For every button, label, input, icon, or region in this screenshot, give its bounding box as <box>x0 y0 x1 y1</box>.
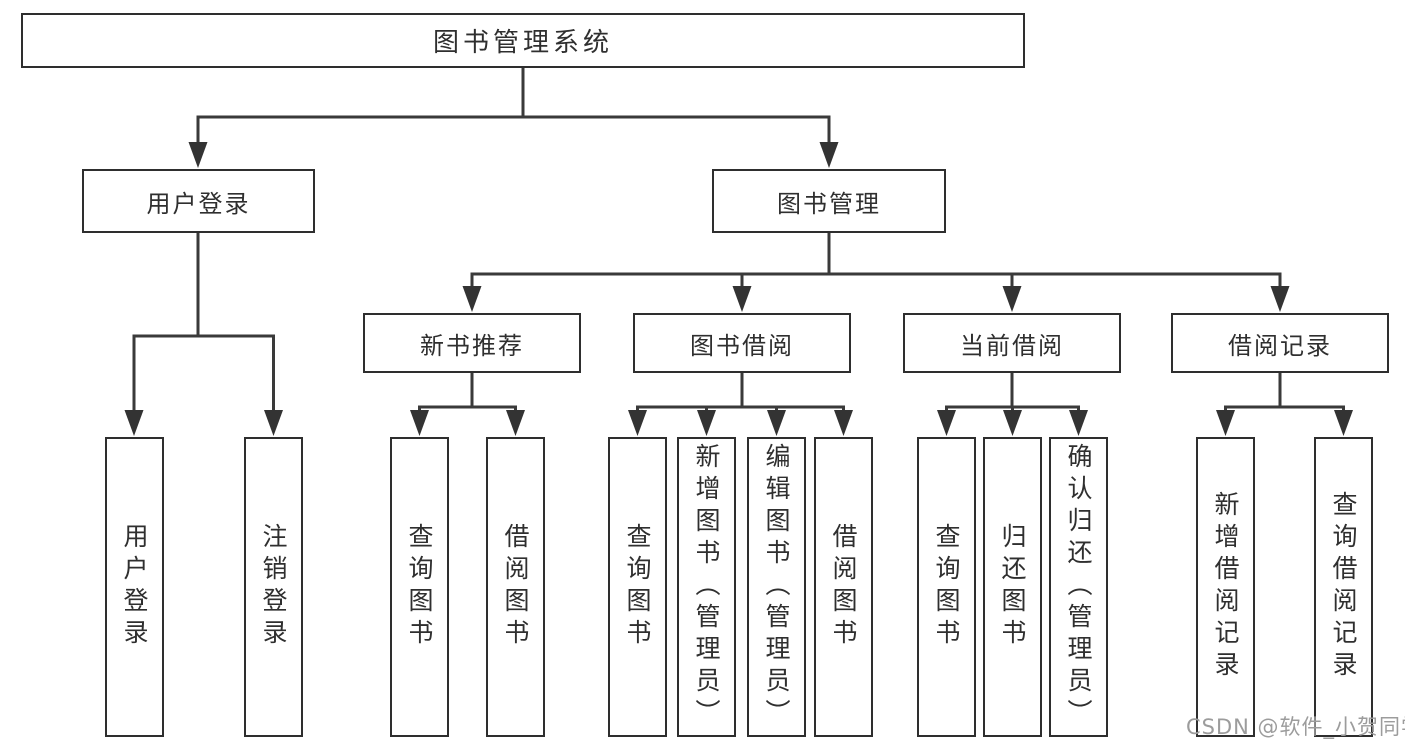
leaf-borrow-books-recommend: 借阅图书 <box>486 437 545 737</box>
node-label: 用户登录 <box>120 523 149 651</box>
node-label: 图书管理 <box>777 189 881 218</box>
connector-current-borrowing-children <box>937 371 1088 436</box>
node-current-borrowing: 当前借阅 <box>903 313 1121 373</box>
connector-book-management-children <box>462 231 1290 312</box>
node-label: 新书推荐 <box>420 331 524 360</box>
leaf-edit-book-admin: 编辑图书（管理员） <box>747 437 806 737</box>
node-label: 新增借阅记录 <box>1211 491 1240 683</box>
leaf-logout: 注销登录 <box>244 437 303 737</box>
node-book-management: 图书管理 <box>712 169 946 233</box>
node-label: 借阅图书 <box>829 523 858 651</box>
node-label: 用户登录 <box>146 189 251 218</box>
node-borrowing-records: 借阅记录 <box>1171 313 1389 373</box>
leaf-borrow-books-borrow: 借阅图书 <box>814 437 873 737</box>
node-label: 查询图书 <box>932 523 961 651</box>
leaf-user-login: 用户登录 <box>105 437 164 737</box>
node-label: 编辑图书（管理员） <box>762 443 791 731</box>
connector-borrowing-records-children <box>1216 371 1353 436</box>
node-label: 归还图书 <box>998 523 1027 651</box>
node-label: 查询图书 <box>405 523 434 651</box>
node-new-book-recommendation: 新书推荐 <box>363 313 581 373</box>
leaf-add-borrow-record: 新增借阅记录 <box>1196 437 1255 737</box>
leaf-query-books-recommend: 查询图书 <box>390 437 449 737</box>
node-label: 新增图书（管理员） <box>692 443 721 731</box>
leaf-add-book-admin: 新增图书（管理员） <box>677 437 736 737</box>
node-library-management-system: 图书管理系统 <box>21 13 1025 68</box>
node-user-login: 用户登录 <box>82 169 315 233</box>
connector-book-borrowing-children <box>628 371 853 436</box>
connector-root-to-level2 <box>188 66 839 168</box>
node-label: 注销登录 <box>259 523 288 651</box>
node-book-borrowing: 图书借阅 <box>633 313 851 373</box>
node-label: 确认归还（管理员） <box>1064 443 1093 731</box>
node-label: 当前借阅 <box>960 331 1064 360</box>
leaf-query-books-current: 查询图书 <box>917 437 976 737</box>
node-label: 图书借阅 <box>690 331 794 360</box>
leaf-confirm-return-admin: 确认归还（管理员） <box>1049 437 1108 737</box>
leaf-query-borrow-record: 查询借阅记录 <box>1314 437 1373 737</box>
leaf-return-books: 归还图书 <box>983 437 1042 737</box>
node-label: 借阅图书 <box>501 523 530 651</box>
connector-new-book-recommendation-children <box>410 371 525 436</box>
connector-user-login-children <box>124 231 283 436</box>
node-label: 图书管理系统 <box>432 28 613 58</box>
node-label: 查询图书 <box>623 523 652 651</box>
csdn-watermark: CSDN @软件_小贺同学 <box>1186 715 1405 739</box>
node-label: 查询借阅记录 <box>1329 491 1358 683</box>
node-label: 借阅记录 <box>1228 331 1332 360</box>
leaf-query-books-borrow: 查询图书 <box>608 437 667 737</box>
